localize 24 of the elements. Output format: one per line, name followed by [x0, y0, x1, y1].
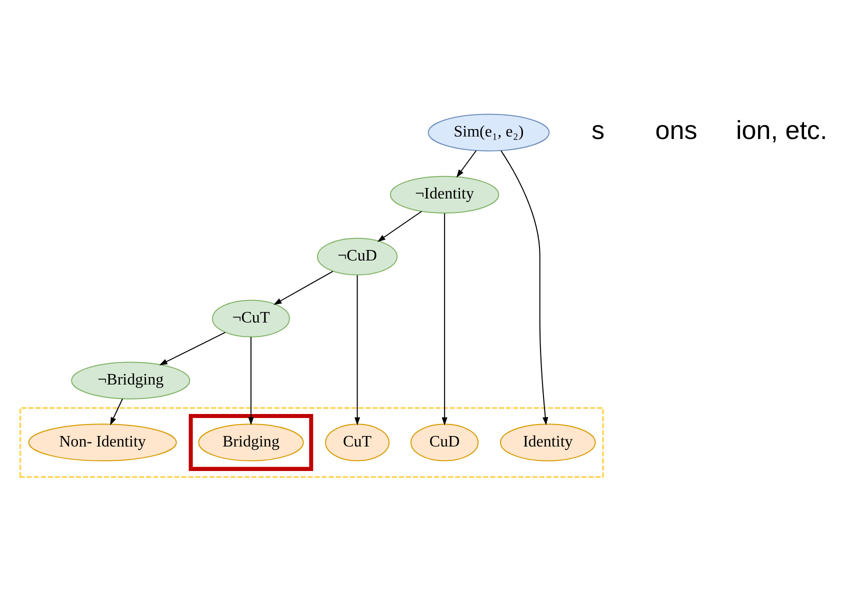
- arrow: [442, 212, 448, 425]
- label: ion, etc.: [736, 114, 828, 144]
- arrow: [159, 331, 226, 365]
- node-ellipse: CuD: [410, 423, 479, 461]
- arrow: [377, 210, 422, 242]
- node-ellipse: Bridging: [198, 423, 304, 461]
- arrow: [110, 398, 123, 425]
- node-ellipse: ¬Bridging: [71, 361, 190, 399]
- cluster: [188, 414, 314, 470]
- node-ellipse: Non- Identity: [28, 423, 177, 461]
- arrow: [456, 150, 477, 178]
- node-ellipse: CuT: [325, 423, 390, 461]
- node-ellipse: ¬Identity: [390, 175, 500, 213]
- cluster: [19, 406, 604, 478]
- label: s: [592, 114, 605, 144]
- arrow: [500, 150, 548, 425]
- node-ellipse: ¬CuT: [212, 299, 290, 337]
- node-ellipse: ¬CuD: [316, 237, 398, 275]
- label: ons: [655, 114, 698, 144]
- node-ellipse: Sim(e₁, e₂): [428, 113, 550, 151]
- arrow: [354, 274, 360, 425]
- node-ellipse: Identity: [500, 423, 596, 461]
- arrow: [248, 336, 254, 425]
- arrow: [274, 270, 334, 304]
